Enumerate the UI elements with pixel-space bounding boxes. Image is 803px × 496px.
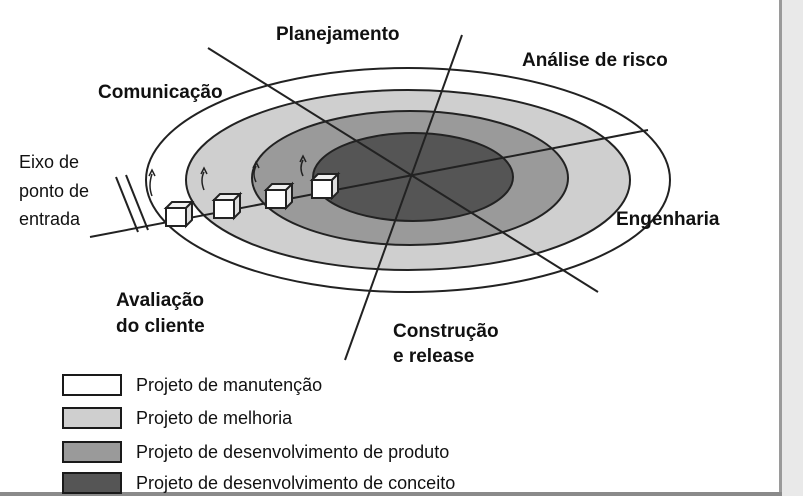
entry-arrow-1	[148, 168, 156, 197]
legend-label-manutencao: Projeto de manutenção	[136, 374, 323, 395]
axis-comunicacao-construcao	[207, 47, 599, 293]
legend-item-melhoria: Projeto de melhoria	[62, 405, 292, 431]
label-comunicacao: Comunicação	[98, 82, 223, 103]
spiral-model-diagram: Planejamento Análise de risco Comunicaçã…	[19, 24, 720, 367]
project-cube-3	[263, 181, 295, 211]
legend-swatch-melhoria	[62, 407, 122, 429]
legend-swatch-conceito	[62, 472, 122, 494]
label-analise-risco: Análise de risco	[522, 50, 668, 71]
label-eixo-line-3: entrada	[19, 209, 81, 229]
legend-swatch-produto	[62, 441, 122, 463]
legend-item-produto: Projeto de desenvolvimento de produto	[62, 439, 449, 465]
label-eixo-line-1: Eixo de	[19, 152, 79, 172]
legend-item-conceito: Projeto de desenvolvimento de conceito	[62, 470, 455, 496]
label-eixo-line-2: ponto de	[19, 181, 89, 201]
label-planejamento: Planejamento	[276, 24, 400, 45]
entry-arrow-3	[252, 160, 260, 183]
legend-label-melhoria: Projeto de melhoria	[136, 407, 293, 428]
legend-swatch-manutencao	[62, 374, 122, 396]
legend-label-produto: Projeto de desenvolvimento de produto	[136, 441, 450, 462]
frame-right-shadow	[782, 0, 803, 496]
label-engenharia: Engenharia	[616, 209, 720, 230]
label-avaliacao-line-1: Avaliação	[116, 290, 204, 311]
project-cube-2	[211, 191, 243, 221]
project-cube-1	[163, 199, 195, 229]
legend-label-conceito: Projeto de desenvolvimento de conceito	[136, 472, 456, 493]
legend-item-manutencao: Projeto de manutenção	[62, 372, 322, 398]
entry-arrow-2	[200, 166, 208, 191]
frame-right-border	[779, 0, 782, 496]
label-construcao-line-2: e release	[393, 346, 474, 367]
entry-arrow-4	[299, 154, 307, 177]
label-avaliacao-line-2: do cliente	[116, 316, 205, 337]
entry-axis-tick-2	[125, 174, 149, 231]
entry-axis-tick-1	[115, 176, 139, 233]
project-cube-4	[309, 171, 341, 201]
label-construcao-line-1: Construção	[393, 321, 499, 342]
frame-bottom-border	[0, 492, 782, 496]
axis-planejamento-construcao	[344, 34, 463, 361]
